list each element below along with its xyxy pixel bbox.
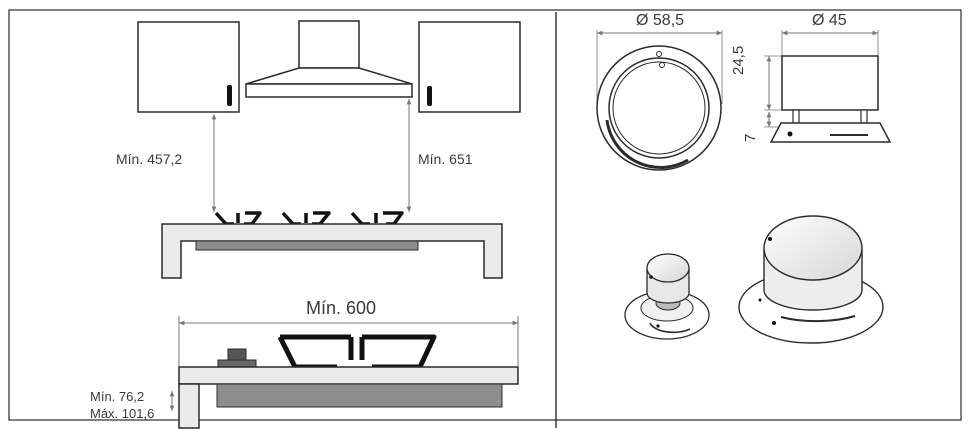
right-cabinet-handle xyxy=(427,86,432,106)
range-hood xyxy=(245,20,413,98)
outer-frame xyxy=(8,9,962,421)
thickness-max-label: Máx. 101,6 xyxy=(90,406,155,421)
large-knob-diameter-label: Ø 58,5 xyxy=(636,12,685,29)
cooktop-knob-side xyxy=(217,348,257,368)
base-height-label: 7 xyxy=(742,133,759,142)
small-knob-side-view xyxy=(769,55,892,143)
right-clearance-label: Mín. 651 xyxy=(418,151,473,167)
width-label: Mín. 600 xyxy=(306,298,377,318)
right-cabinet xyxy=(418,21,521,113)
left-cabinet-handle xyxy=(227,85,232,106)
thickness-min-label: Mín. 76,2 xyxy=(90,389,145,404)
cooktop-grate-side xyxy=(277,334,437,370)
cooktop-grates-top xyxy=(214,211,404,226)
knob-height-label: 24,5 xyxy=(730,45,747,75)
countertop-side-view xyxy=(178,366,519,385)
large-knob-top-view xyxy=(596,45,722,171)
left-cabinet xyxy=(137,21,240,113)
small-knob-3d xyxy=(624,253,710,340)
small-knob-diameter-label: Ø 45 xyxy=(812,12,847,29)
countertop-leg xyxy=(178,383,200,429)
countertop-top-view xyxy=(161,223,503,279)
hob-body-side-view xyxy=(216,383,503,408)
large-knob-3d xyxy=(738,215,884,344)
hob-body-top-view xyxy=(195,240,419,251)
left-clearance-label: Mín. 457,2 xyxy=(116,151,183,167)
